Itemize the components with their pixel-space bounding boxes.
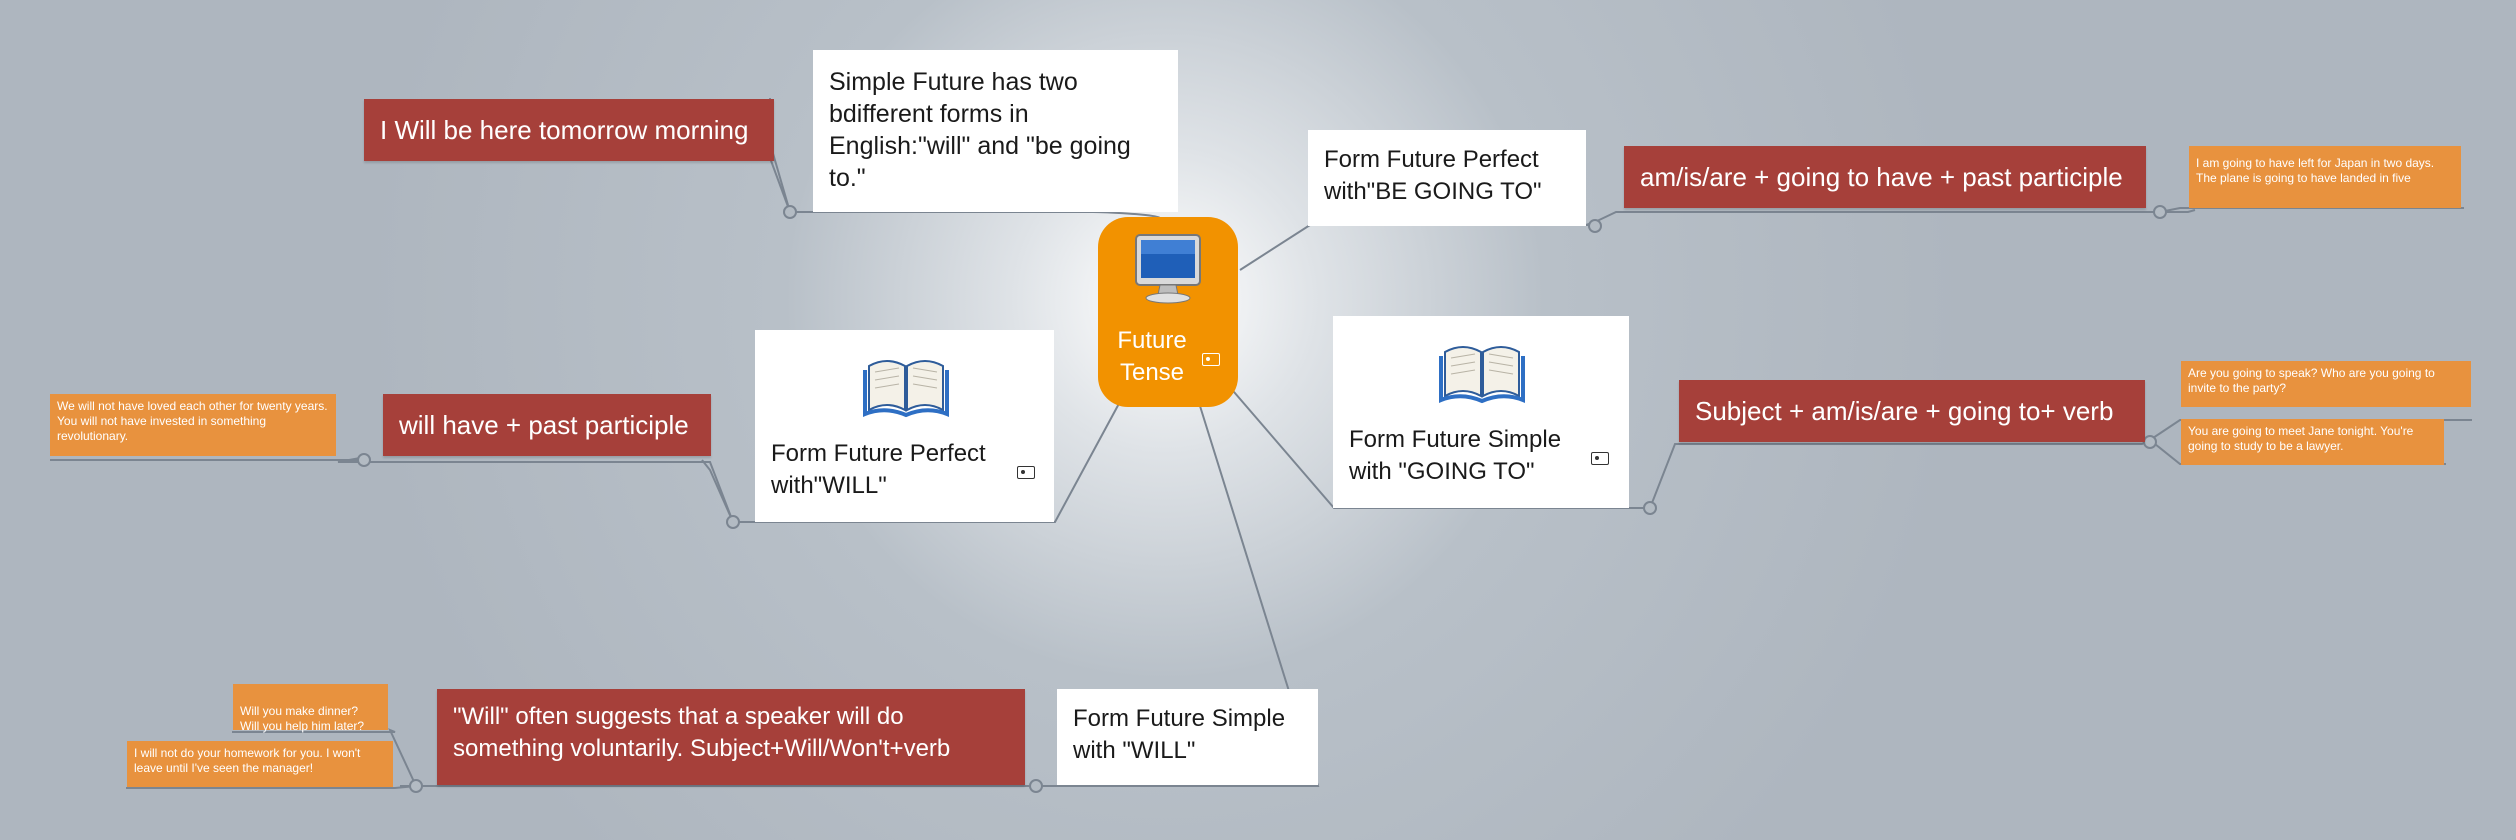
image-attachment-icon[interactable]	[1591, 452, 1609, 465]
topic-future-simple-will[interactable]: Form Future Simple with "WILL"	[1057, 689, 1318, 785]
central-topic[interactable]: Future Tense	[1098, 217, 1238, 407]
example-future-perfect-will[interactable]: We will not have loved each other for tw…	[50, 394, 336, 456]
example-future-perfect-going-to[interactable]: I am going to have left for Japan in two…	[2189, 146, 2461, 208]
rule-future-simple-going-to[interactable]: Subject + am/is/are + going to+ verb	[1679, 380, 2145, 442]
book-icon	[1439, 346, 1525, 404]
topic-future-perfect-going-to[interactable]: Form Future Perfect with"BE GOING TO"	[1308, 130, 1586, 226]
example-future-simple-going-to-2[interactable]: You are going to meet Jane tonight. You'…	[2181, 419, 2444, 465]
book-icon	[863, 360, 949, 418]
topic-future-perfect-will[interactable]: Form Future Perfect with"WILL"	[755, 330, 1054, 522]
example-future-simple-will-2[interactable]: I will not do your homework for you. I w…	[127, 741, 393, 787]
example-future-simple-going-to-1[interactable]: Are you going to speak? Who are you goin…	[2181, 361, 2471, 407]
central-topic-label: Future Tense	[1117, 327, 1187, 386]
image-attachment-icon[interactable]	[1017, 466, 1035, 479]
topic-intro[interactable]: Simple Future has two bdifferent forms i…	[813, 50, 1178, 212]
rule-future-perfect-will[interactable]: will have + past participle	[383, 394, 711, 456]
detail-will-be-here[interactable]: I Will be here tomorrow morning	[364, 99, 774, 161]
rule-future-perfect-going-to[interactable]: am/is/are + going to have + past partici…	[1624, 146, 2146, 208]
example-future-simple-will-1[interactable]: Will you make dinner? Will you help him …	[233, 684, 388, 733]
rule-future-simple-will[interactable]: "Will" often suggests that a speaker wil…	[437, 689, 1025, 785]
image-attachment-icon[interactable]	[1202, 353, 1220, 366]
computer-monitor-icon	[1135, 234, 1201, 304]
topic-future-simple-going-to[interactable]: Form Future Simple with "GOING TO"	[1333, 316, 1629, 508]
